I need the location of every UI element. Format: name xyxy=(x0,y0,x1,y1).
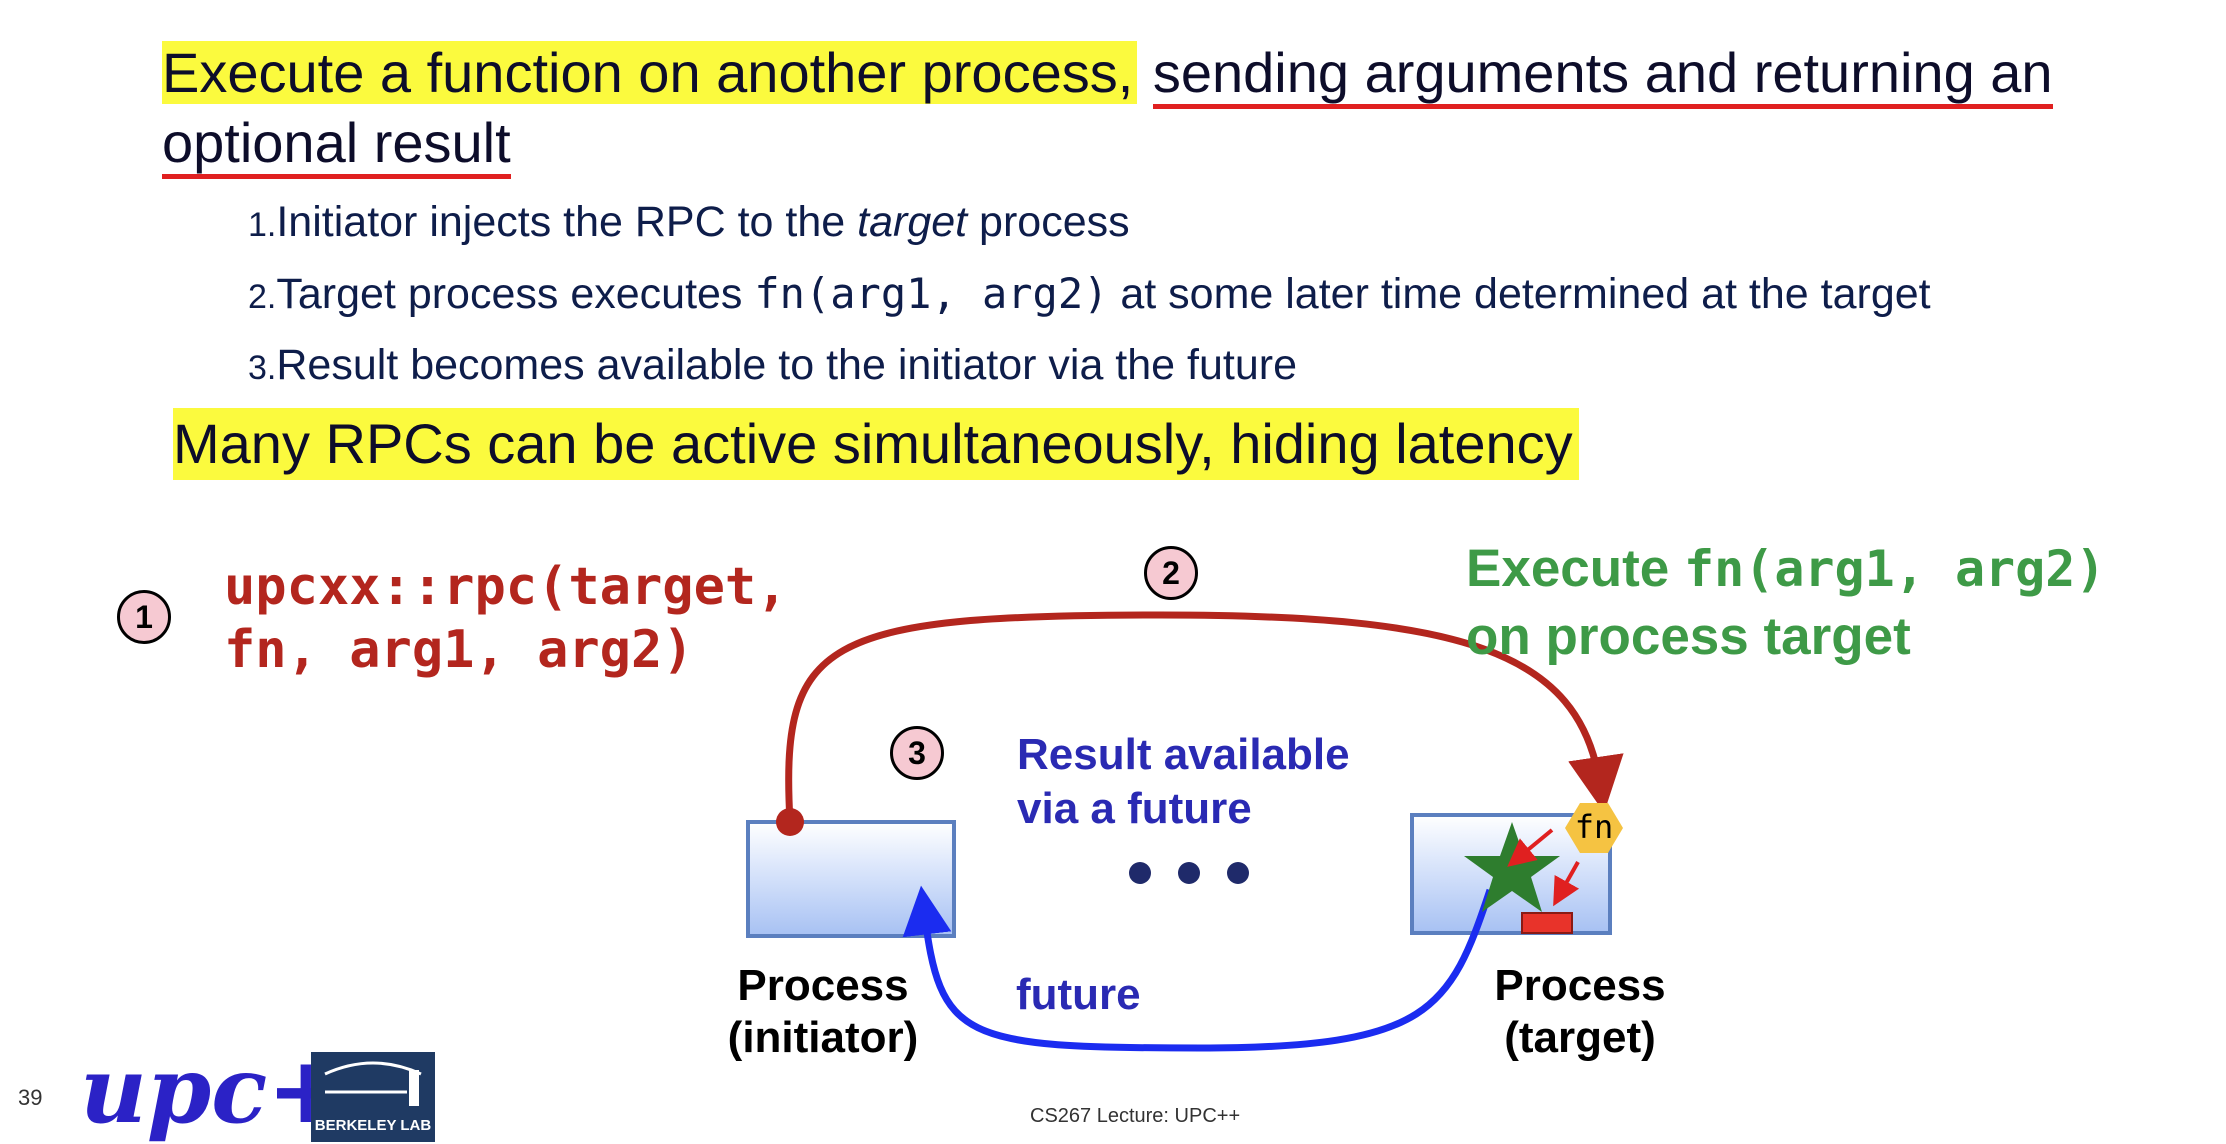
future-arrow xyxy=(902,885,1494,1052)
ellipsis-dot-1 xyxy=(1129,862,1151,884)
fn-to-star-arrow xyxy=(1507,828,1554,867)
rpc-code-line-2: fn, arg1, arg2) xyxy=(224,620,694,680)
rpc-call-code: upcxx::rpc(target, fn, arg1, arg2) xyxy=(224,556,788,682)
fn-badge-label: fn xyxy=(1575,808,1614,846)
many-rpcs-note: Many RPCs can be active simultaneously, … xyxy=(173,408,1579,480)
initiator-label-line-2: (initiator) xyxy=(727,1013,919,1062)
step-2-number: 2. xyxy=(248,278,277,316)
ellipsis-dot-2 xyxy=(1178,862,1200,884)
rpc-code-line-1: upcxx::rpc(target, xyxy=(224,557,788,617)
footer-lecture-title: CS267 Lecture: UPC++ xyxy=(1030,1105,1241,1127)
initiator-label: Process (initiator) xyxy=(718,960,928,1064)
step-3-text: Result becomes available to the initiato… xyxy=(276,341,1297,389)
step-2-text: Target process executes xyxy=(276,270,755,318)
result-line-2: via a future xyxy=(1017,784,1252,833)
target-label-line-2: (target) xyxy=(1504,1013,1656,1062)
step-2: 2.Target process executes fn(arg1, arg2)… xyxy=(248,266,1931,325)
intro-underline-1: sending arguments and returning an xyxy=(1152,41,2053,109)
step-2-after: at some later time determined at the tar… xyxy=(1108,270,1931,318)
rpc-arrow xyxy=(785,611,1624,823)
execute-label: Execute fn(arg1, arg2) on process target xyxy=(1466,535,2105,671)
marker-2: 2 xyxy=(1144,546,1198,600)
target-label-line-1: Process xyxy=(1494,961,1666,1010)
step-1-after: process xyxy=(967,198,1130,246)
step-1-italic: target xyxy=(857,198,968,246)
step-1: 1.Initiator injects the RPC to the targe… xyxy=(248,194,1130,253)
berkeley-lab-text: BERKELEY LAB xyxy=(314,1117,432,1134)
execute-code: fn(arg1, arg2) xyxy=(1684,540,2106,598)
intro-highlight: Execute a function on another process, xyxy=(162,41,1138,104)
intro-line-1: Execute a function on another process, s… xyxy=(162,38,2053,109)
result-block xyxy=(1521,912,1573,934)
target-label: Process (target) xyxy=(1480,960,1680,1064)
fn-to-result-arrow xyxy=(1553,861,1580,907)
fn-hexagon-icon xyxy=(1565,803,1623,853)
execute-line-2: on process target xyxy=(1466,607,1911,666)
initiator-label-line-1: Process xyxy=(737,961,909,1010)
star-icon xyxy=(1464,822,1560,912)
step-2-code: fn(arg1, arg2) xyxy=(754,269,1109,318)
ellipsis-dot-3 xyxy=(1227,862,1249,884)
result-line-1: Result available xyxy=(1017,730,1350,779)
step-3-number: 3. xyxy=(248,349,277,387)
result-label: Result available via a future xyxy=(1017,728,1350,836)
step-1-number: 1. xyxy=(248,206,277,244)
intro-line-2: optional result xyxy=(162,108,511,179)
berkeley-building-icon xyxy=(324,1061,422,1106)
marker-3: 3 xyxy=(890,726,944,780)
step-3: 3.Result becomes available to the initia… xyxy=(248,337,1297,396)
marker-1: 1 xyxy=(117,590,171,644)
step-1-text: Initiator injects the RPC to the xyxy=(276,198,858,246)
berkeley-lab-logo: BERKELEY LAB xyxy=(311,1052,435,1142)
page-number: 39 xyxy=(18,1085,43,1110)
intro-underline-2: optional result xyxy=(162,111,511,179)
rpc-origin-dot xyxy=(776,808,804,836)
execute-prefix: Execute xyxy=(1466,539,1685,598)
future-label: future xyxy=(1016,970,1141,1019)
